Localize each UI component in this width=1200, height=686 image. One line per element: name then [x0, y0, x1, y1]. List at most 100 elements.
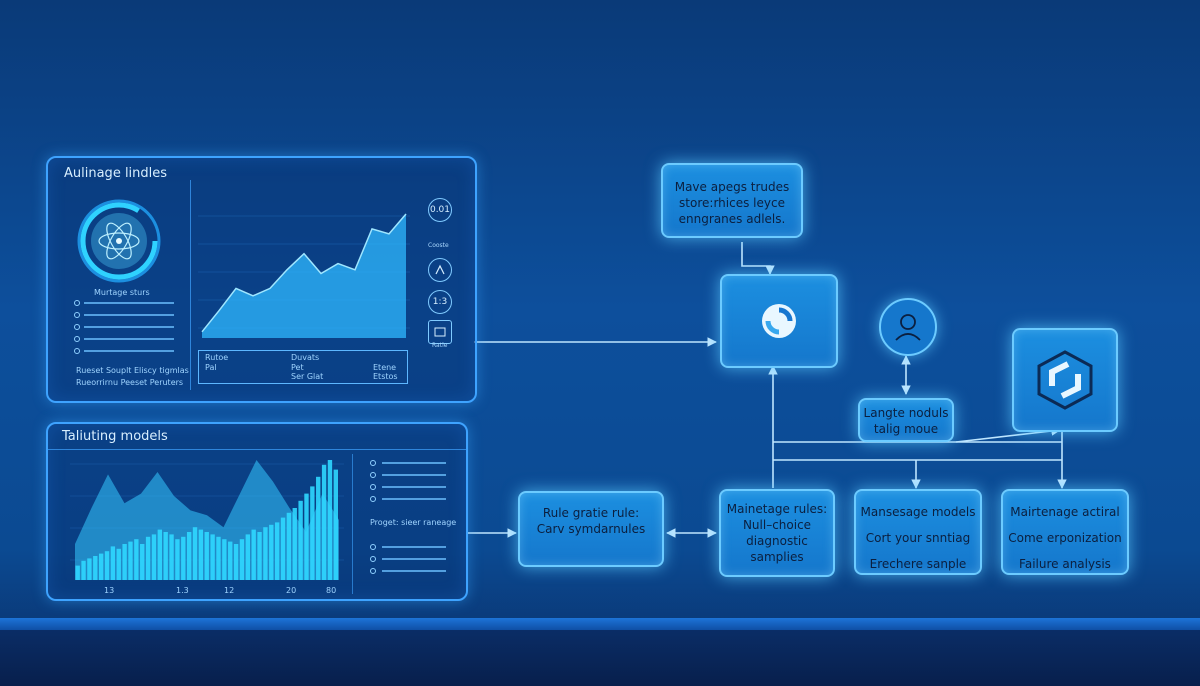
bar: [145, 536, 151, 580]
bullet-line: [382, 474, 446, 476]
bar: [122, 544, 127, 580]
cube-node[interactable]: [1012, 328, 1118, 432]
bar: [251, 529, 256, 580]
bar: [257, 532, 262, 580]
table-cell: Pet: [291, 363, 304, 372]
bar: [298, 500, 303, 580]
bar: [128, 541, 133, 580]
analytics-panel: Aulinage lindles Murtage sturs Rueset So…: [46, 156, 477, 403]
panel-icon[interactable]: [428, 320, 452, 344]
floor: [0, 630, 1200, 686]
models-panel: Taliuting models 13 1.3 12 20 80 Proget:…: [46, 422, 468, 601]
panel-title: Aulinage lindles: [64, 166, 168, 181]
node-text: Carv symdarnules: [536, 522, 646, 536]
bar: [81, 560, 86, 580]
legend-item: Rueset Souplt Eliscy tigmlas: [76, 366, 189, 375]
core-process-node[interactable]: [720, 274, 838, 368]
bar: [263, 527, 268, 580]
bar: [327, 460, 333, 580]
bottom-panel-divider: [352, 454, 353, 594]
arrow-top-to-core: [741, 242, 775, 275]
bar: [310, 486, 315, 580]
node-text: Null–choice: [742, 518, 812, 532]
panel-title: Taliuting models: [62, 429, 168, 444]
bullet-dot: [74, 312, 80, 318]
bar: [110, 546, 116, 580]
bar-chart: [70, 460, 344, 580]
flow-box-failure[interactable]: Mairtenage actiral Come erponization Fai…: [1001, 489, 1129, 575]
bullet-line: [84, 314, 174, 316]
bullet-dot: [370, 544, 376, 550]
flow-box-top[interactable]: Mave apegs trudes store:rhices leyce enn…: [661, 163, 803, 238]
bullet-dot: [74, 348, 80, 354]
bullet-line: [382, 546, 446, 548]
bar: [163, 532, 168, 580]
bar: [204, 532, 209, 580]
node-text: Mairtenage actiral: [1010, 505, 1120, 519]
bullet-line: [382, 486, 446, 488]
arrow-to-cube: [955, 426, 1061, 443]
bar: [87, 558, 92, 580]
bar: [186, 532, 192, 580]
x-tick-label: 1.3: [176, 586, 189, 595]
bar: [116, 548, 121, 580]
bar: [140, 544, 145, 580]
area-series-line: [201, 213, 407, 333]
bullet-dot: [74, 324, 80, 330]
node-text: Cort your snntiag: [865, 531, 971, 545]
bullet-dot: [370, 568, 376, 574]
bar: [304, 493, 309, 580]
bar: [316, 476, 321, 580]
data-table: Rutoe Duvats Pal Pet Etene Ser Glat Etst…: [198, 350, 408, 384]
bar: [151, 534, 157, 580]
bullet-line: [84, 326, 174, 328]
x-tick-label: 12: [224, 586, 235, 595]
legend-item: Rueorrirnu Peeset Peruters: [76, 378, 184, 387]
bar: [169, 534, 174, 580]
node-text: Failure analysis: [1019, 557, 1111, 571]
flow-box-manage[interactable]: Mansesage models Cort your snntiag Erech…: [854, 489, 982, 575]
bullet-line: [84, 350, 174, 352]
flow-box-label[interactable]: Langte noduls talig moue: [858, 398, 954, 442]
bullet-dot: [370, 556, 376, 562]
node-text: Mave apegs trudes: [674, 180, 790, 194]
bullet-dot: [370, 484, 376, 490]
user-icon[interactable]: [879, 298, 937, 356]
bar: [239, 539, 245, 580]
bullet-dot: [74, 300, 80, 306]
bullet-line: [382, 570, 446, 572]
bar: [104, 551, 110, 580]
bar: [175, 539, 180, 580]
bar: [192, 527, 198, 580]
ratio-badge[interactable]: 1:3: [428, 290, 452, 314]
panel-caption: Ratle: [432, 342, 448, 349]
gauge-caption: Murtage sturs: [94, 288, 150, 297]
bullet-line: [84, 302, 174, 304]
area-series: [202, 214, 406, 338]
bullet-line: [382, 462, 446, 464]
x-tick-label: 13: [104, 586, 115, 595]
x-tick-label: 20: [286, 586, 297, 595]
refresh-icon: [762, 304, 796, 338]
node-text: store:rhices leyce: [679, 196, 785, 210]
bar: [98, 553, 104, 580]
table-cell: Ser Glat: [291, 372, 324, 381]
table-cell: Etstos: [373, 372, 398, 381]
node-text: Mansesage models: [860, 505, 976, 519]
stat-badge[interactable]: 0.01: [428, 198, 452, 222]
bar: [269, 524, 274, 580]
bar: [157, 529, 162, 580]
node-text: Langte noduls: [863, 406, 949, 420]
atom-gauge-icon: [77, 199, 161, 283]
flow-box-rule[interactable]: Rule gratie rule: Carv symdarnules: [518, 491, 664, 567]
bullet-dot: [370, 496, 376, 502]
bullet-line: [84, 338, 174, 340]
bar: [181, 536, 186, 580]
bar: [93, 556, 98, 580]
table-cell: Pal: [205, 363, 217, 372]
table-cell: Etene: [373, 363, 397, 372]
diagram-icon[interactable]: [428, 258, 452, 282]
bar: [198, 529, 204, 580]
flow-box-maint[interactable]: Mainetage rules: Null–choice diagnostic …: [719, 489, 835, 577]
table-header: Duvats: [291, 353, 320, 362]
